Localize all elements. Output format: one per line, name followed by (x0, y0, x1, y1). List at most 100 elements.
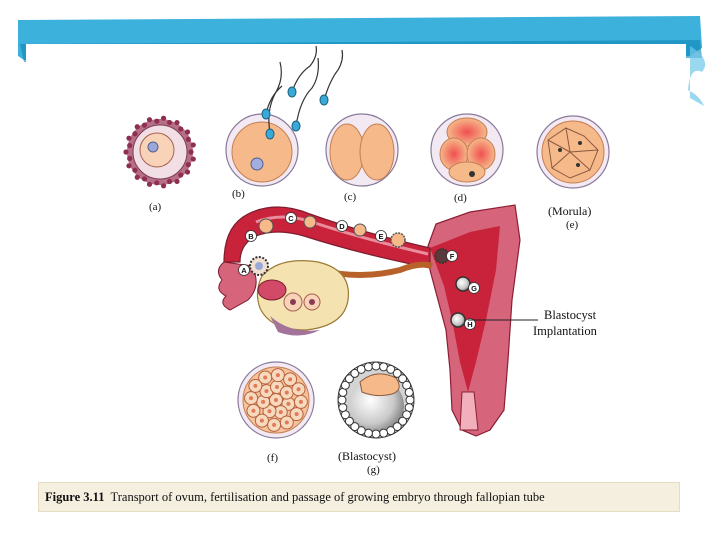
cell-nucleus (296, 387, 301, 392)
corona-cell (174, 119, 180, 126)
corona-cell (146, 117, 153, 123)
marker-badge (245, 230, 257, 242)
sperm-cells (261, 45, 344, 140)
two-cell-stage (325, 113, 399, 187)
corona-cell (132, 131, 138, 137)
marker-letter: E (378, 232, 383, 241)
morula-cells (244, 368, 308, 432)
cell-nucleus (288, 377, 293, 382)
callout-label-line2: Implantation (533, 324, 597, 338)
corona-cell (160, 115, 167, 121)
cell-nucleus (263, 375, 268, 380)
corona-cell (185, 162, 191, 168)
cell-nucleus (253, 383, 258, 388)
corona-cell (123, 149, 129, 155)
trophoblast-cell (338, 403, 348, 413)
cell-nucleus (274, 385, 279, 390)
trophoblast-cell (350, 422, 360, 432)
corona-cell (185, 136, 191, 142)
corona-cell (154, 180, 160, 186)
trophoblast-cell (350, 368, 360, 378)
marker-letter: D (339, 222, 345, 231)
marker-letter: A (241, 266, 247, 275)
trophoblast-cell (405, 395, 415, 405)
stage-marker-a (249, 256, 269, 276)
stage-marker-b (258, 218, 274, 234)
corona-cell (127, 155, 133, 162)
label-g: (g) (367, 464, 380, 476)
trophoblast-cell (337, 395, 347, 405)
marker-badge (285, 212, 297, 224)
marker-letter: B (248, 232, 254, 241)
blastocyst (337, 361, 415, 439)
label-blastocyst: (Blastocyst) (338, 449, 396, 463)
marker-letter: C (288, 214, 294, 223)
trophoblast-cell (392, 368, 402, 378)
label-f: (f) (267, 452, 278, 464)
cell-nucleus (284, 390, 289, 395)
cell-nucleus (275, 373, 280, 378)
cell-nucleus (278, 410, 283, 415)
stage-marker-d (353, 223, 367, 237)
marker-badge (446, 250, 458, 262)
marker-badge (464, 318, 476, 330)
label-c: (c) (344, 191, 357, 203)
corona-cell (166, 119, 173, 126)
morula (536, 115, 610, 189)
trophoblast-cell (398, 374, 408, 384)
trophoblast-cell (404, 387, 414, 397)
corona-cell (190, 142, 196, 148)
trophoblast-cell (356, 426, 366, 436)
corona-radiata (123, 115, 196, 189)
trophoblast-cell (398, 416, 408, 426)
cell-nucleus (264, 389, 269, 394)
corona-cell (126, 163, 132, 169)
marker-badge (238, 264, 250, 276)
label-d: (d) (454, 192, 467, 204)
trophoblast-cell (371, 429, 381, 439)
label-b: (b) (232, 188, 245, 200)
figure-number: Figure 3.11 (45, 490, 105, 504)
marker-badge (336, 220, 348, 232)
label-a: (a) (149, 201, 162, 213)
trophoblast-cell (392, 422, 402, 432)
corona-cell (134, 124, 140, 130)
corona-cell (141, 122, 148, 128)
cell-nucleus (261, 399, 266, 404)
corona-cell (166, 178, 173, 185)
corona-cell (127, 142, 133, 149)
corona-cell (132, 167, 138, 173)
cell-nucleus (249, 396, 254, 401)
corona-cell (126, 135, 132, 141)
uterus-and-fallopian-tube (218, 204, 521, 437)
stage-marker-c (303, 215, 317, 229)
figure-caption: Figure 3.11 Transport of ovum, fertilisa… (38, 482, 680, 512)
corona-cell (141, 176, 148, 182)
label-e: (e) (566, 219, 579, 231)
corona-cell (154, 118, 160, 124)
corona-cell (184, 129, 191, 135)
trophoblast-cell (340, 380, 350, 390)
figure-caption-text: Transport of ovum, fertilisation and pas… (110, 490, 545, 504)
label-morula: (Morula) (548, 204, 592, 218)
cell-nucleus (294, 412, 299, 417)
corona-cell (134, 174, 140, 180)
fertilisation-cell (225, 113, 299, 187)
ovum-cell (127, 119, 193, 185)
stage-marker-h (450, 312, 466, 328)
corona-cell (174, 178, 180, 185)
marker-badge (468, 282, 480, 294)
corona-cell (178, 126, 184, 132)
cell-nucleus (259, 418, 264, 423)
stage-marker-e (390, 232, 406, 248)
cell-nucleus (286, 401, 291, 406)
corona-cell (160, 183, 167, 189)
marker-letter: F (450, 252, 455, 261)
corona-cell (146, 181, 153, 187)
cell-nucleus (274, 398, 278, 402)
cell-nucleus (267, 409, 272, 414)
trophoblast-cell (344, 416, 354, 426)
trophoblast-cell (371, 361, 381, 371)
trophoblast-cell (363, 362, 373, 372)
